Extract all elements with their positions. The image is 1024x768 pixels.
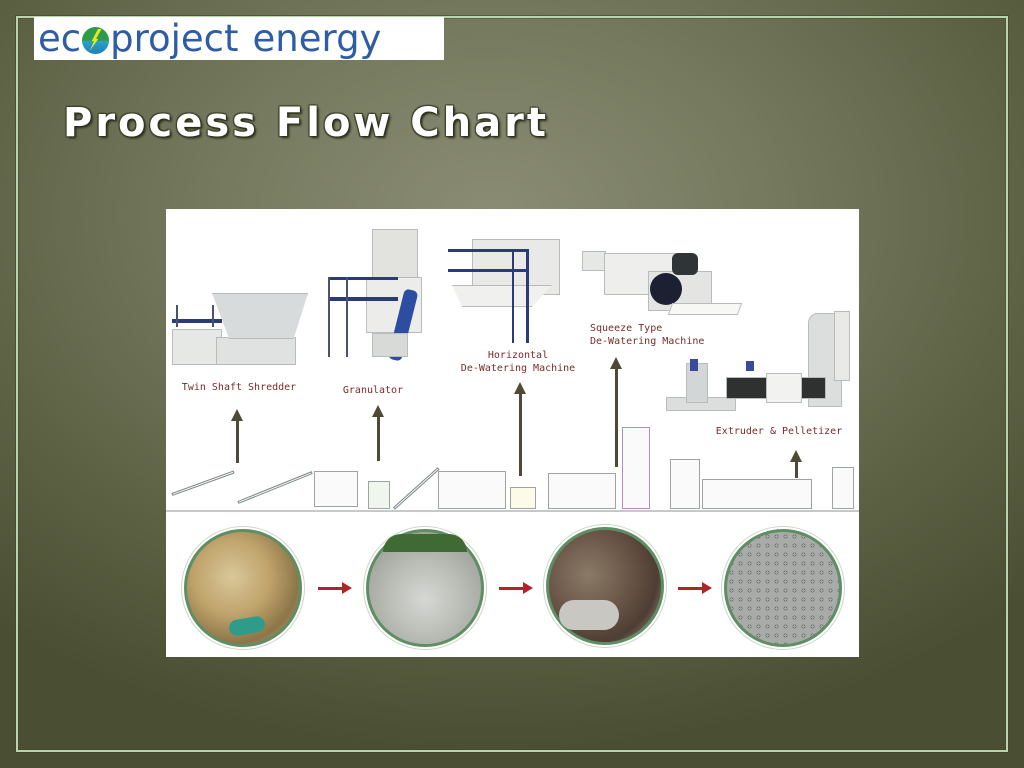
- extruder-pelletizer-image: [666, 311, 856, 421]
- logo-text-energy: energy: [252, 17, 382, 60]
- squeeze-dewatering-image: [580, 245, 744, 325]
- washing-tank-2: [438, 471, 506, 509]
- conveyor-3: [392, 467, 440, 510]
- flow-arrow-icon: [678, 582, 712, 594]
- dewater-sketch: [510, 487, 536, 509]
- washing-dewatering-photo: [546, 527, 664, 645]
- logo-text-eco: ec: [38, 17, 82, 60]
- twin-shaft-shredder-label: Twin Shaft Shredder: [181, 382, 297, 393]
- crusher-sketch: [368, 481, 390, 509]
- up-arrow-icon: [231, 409, 243, 463]
- raw-plastic-photo: [184, 529, 302, 647]
- up-arrow-icon: [790, 450, 802, 478]
- washing-tank-1: [314, 471, 358, 507]
- ecoproject-energy-logo: ec project energy: [34, 17, 444, 60]
- conveyor-1: [171, 470, 235, 496]
- up-arrow-icon: [610, 357, 622, 467]
- logo-text-project: project: [110, 17, 239, 60]
- flow-arrow-icon: [318, 582, 352, 594]
- extruder-pelletizer-label: Extruder & Pelletizer: [715, 426, 843, 437]
- hopper-sketch: [832, 467, 854, 509]
- up-arrow-icon: [514, 382, 526, 476]
- washing-tank-3: [548, 473, 616, 509]
- globe-lightning-icon: [82, 27, 110, 54]
- extruder-line-sketch: [670, 459, 700, 509]
- shredded-flakes-photo: [366, 529, 484, 647]
- process-flow-diagram: Twin Shaft Shredder Granulator Horizonta…: [166, 209, 859, 657]
- ground-line: [166, 510, 859, 512]
- plastic-pellets-photo: [724, 529, 842, 647]
- page-title: Process Flow Chart: [63, 100, 549, 146]
- horizontal-dewatering-image: [448, 235, 564, 345]
- conveyor-2: [237, 471, 313, 504]
- granulator-image: [326, 229, 436, 369]
- squeeze-dewatering-label: Squeeze Type De-Watering Machine: [590, 323, 705, 347]
- granulator-label: Granulator: [342, 385, 404, 396]
- extruder-line-sketch-2: [702, 479, 812, 509]
- flow-arrow-icon: [499, 582, 533, 594]
- horizontal-dewatering-label: Horizontal De-Watering Machine: [460, 350, 576, 374]
- up-arrow-icon: [372, 405, 384, 461]
- twin-shaft-shredder-image: [172, 289, 314, 369]
- silo-tower: [622, 427, 650, 509]
